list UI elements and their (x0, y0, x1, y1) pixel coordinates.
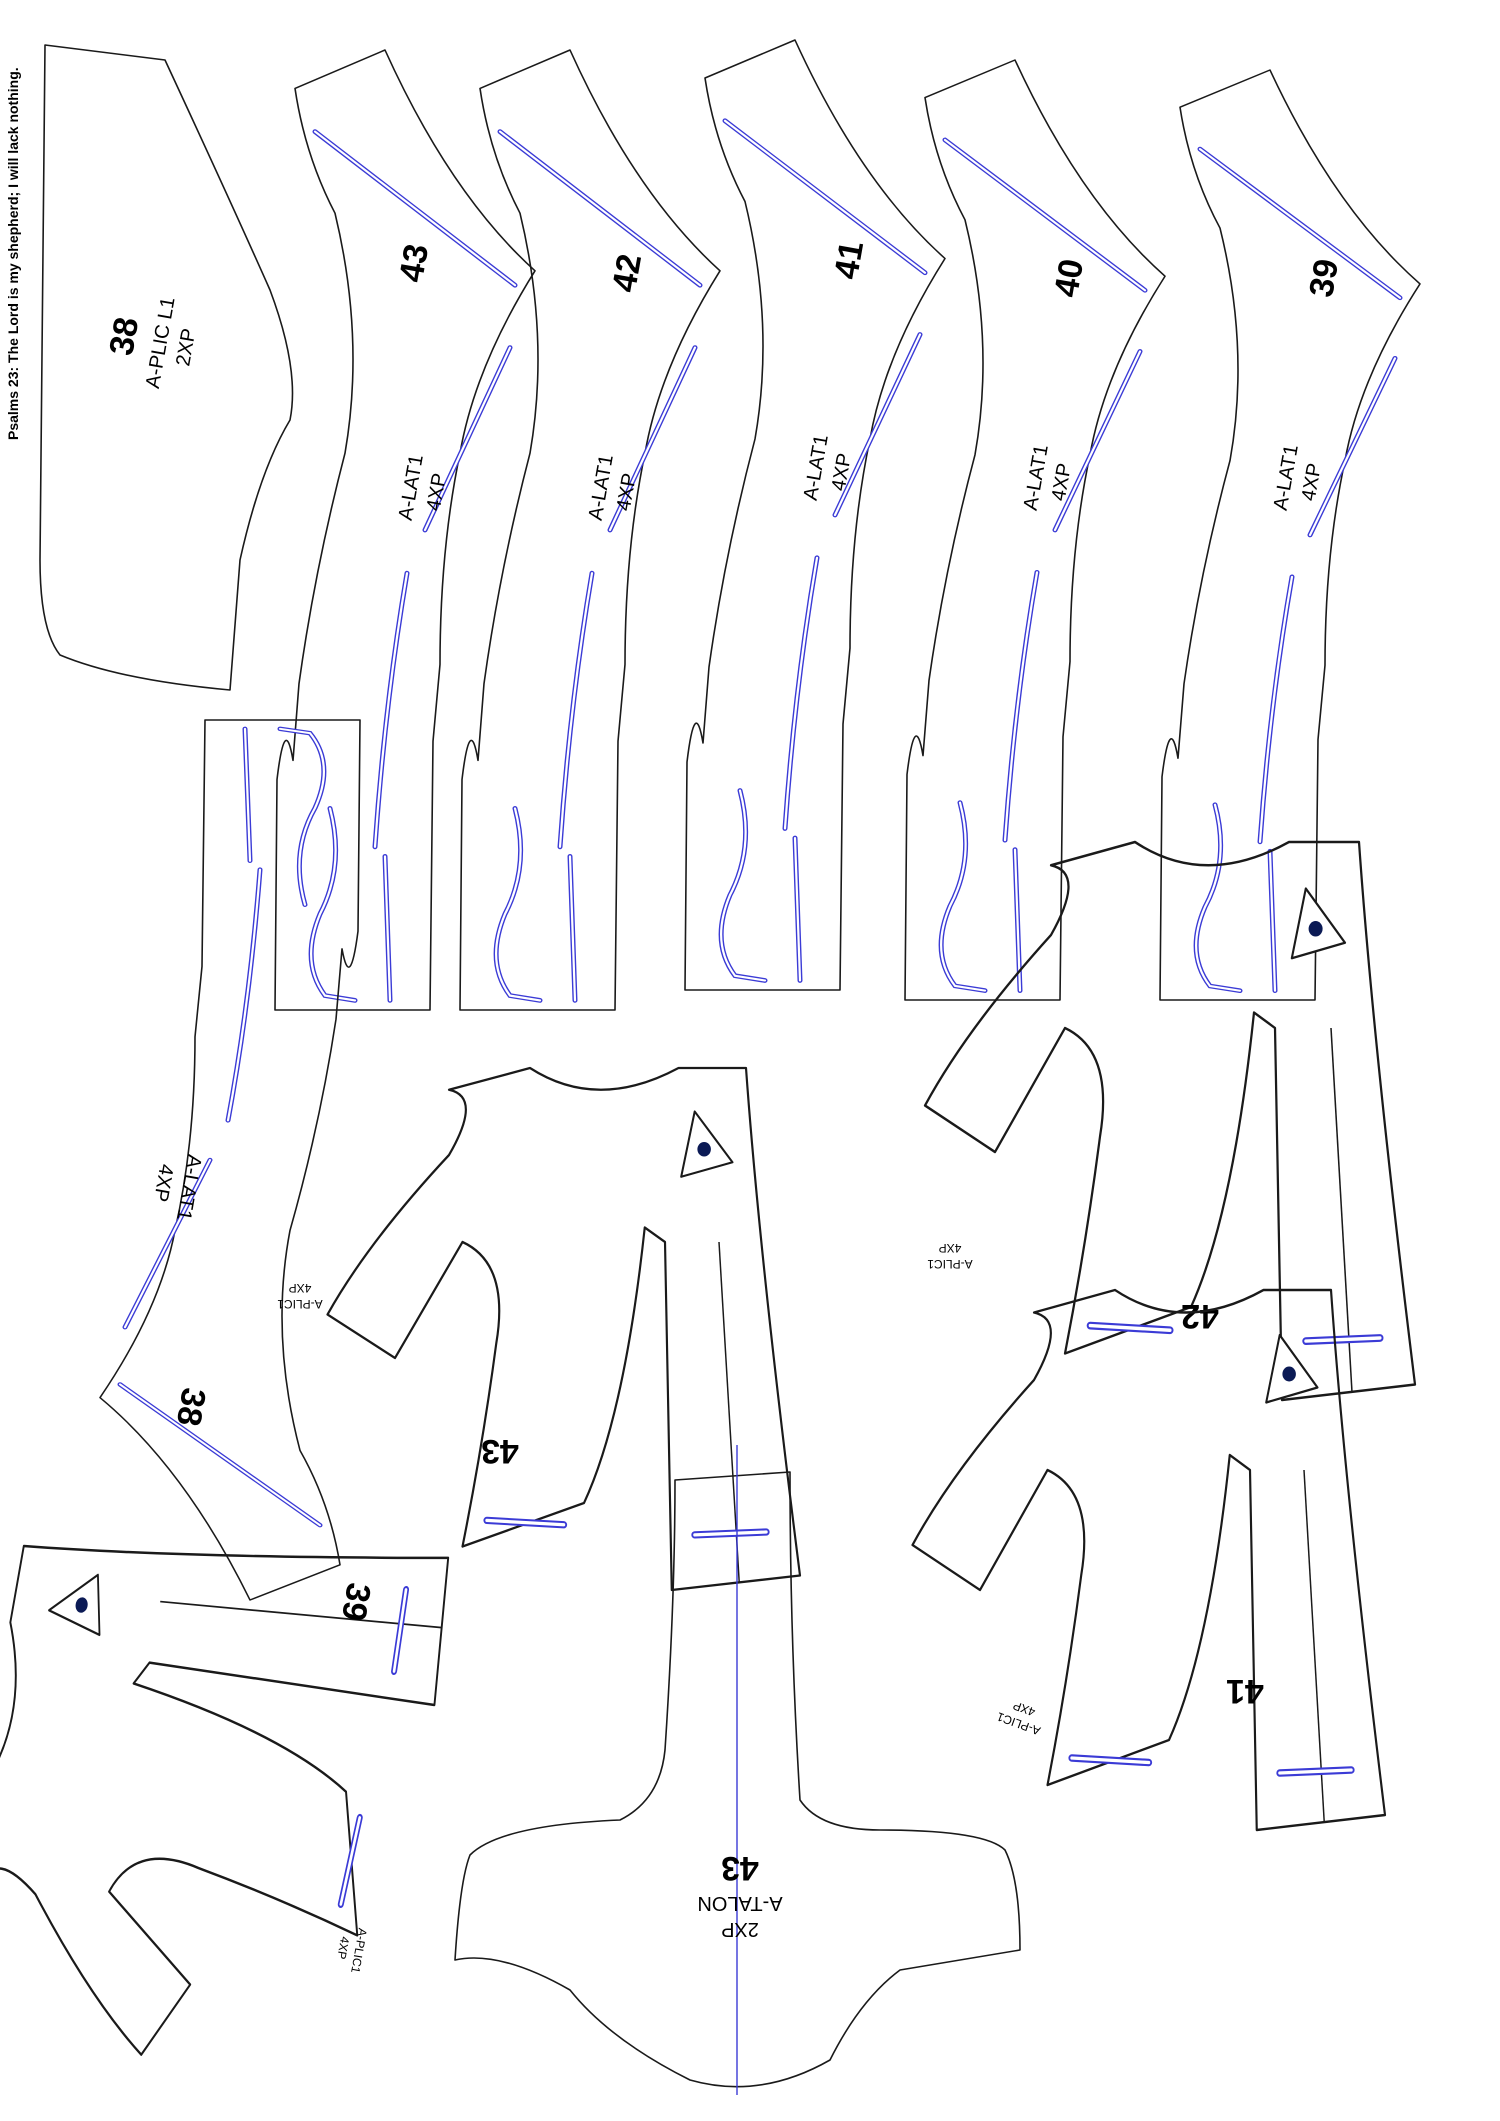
piece-code: A-PLIC1 (927, 1257, 973, 1271)
piece-size: 42 (605, 251, 649, 295)
piece-size: 39 (1302, 256, 1346, 300)
piece-size: 39 (334, 1580, 378, 1624)
piece-aplic-l1: 38 A-PLIC L1 2XP (39, 44, 294, 691)
piece-plic-43 (328, 1068, 801, 1590)
piece-size: 41 (827, 238, 871, 282)
piece-code: A-LAT1 (172, 1153, 205, 1222)
piece-qty: 4XP (149, 1162, 177, 1203)
piece-code: A-LAT1 (395, 453, 428, 522)
piece-qty: 2XP (172, 327, 200, 368)
piece-lat-42 (460, 50, 720, 1010)
piece-code: A-PLIC L1 (142, 295, 180, 390)
piece-qty: 2XP (721, 1918, 759, 1940)
piece-size: 43 (392, 241, 436, 285)
piece-lat-38 (100, 720, 360, 1600)
piece-qty: 4XP (334, 1936, 352, 1961)
piece-lat-40 (905, 60, 1165, 1000)
piece-code: A-LAT1 (1270, 443, 1303, 512)
piece-plic-42 (925, 842, 1415, 1400)
piece-qty: 4XP (289, 1281, 312, 1295)
piece-plic-39 (0, 1485, 460, 2094)
header-verse: Psalms 23: The Lord is my shepherd; I wi… (5, 67, 21, 440)
piece-size: 42 (1181, 1297, 1219, 1335)
piece-size: 41 (1226, 1672, 1264, 1710)
piece-size: 40 (1047, 256, 1091, 300)
piece-qty: 4XP (1298, 462, 1326, 503)
piece-size: 43 (721, 1849, 759, 1887)
piece-code: A-PLIC1 (348, 1927, 370, 1974)
piece-code: A-PLIC1 (277, 1297, 323, 1311)
piece-qty: 4XP (423, 472, 451, 513)
piece-code: A-LAT1 (800, 433, 833, 502)
piece-qty: 4XP (939, 1241, 962, 1255)
piece-code: A-LAT1 (585, 453, 618, 522)
piece-size: 43 (481, 1432, 519, 1470)
piece-qty: 4XP (828, 452, 856, 493)
piece-size: 38 (169, 1385, 213, 1429)
piece-size: 38 (102, 314, 146, 358)
piece-talon-43: 2XP A-TALON 43 (454, 1445, 1021, 2095)
piece-lat-43 (275, 50, 535, 1010)
piece-code: A-TALON (697, 1892, 782, 1914)
piece-qty: 4XP (613, 472, 641, 513)
piece-plic-41 (913, 1290, 1386, 1830)
piece-lat-39 (1160, 70, 1420, 1000)
piece-code: A-LAT1 (1020, 443, 1053, 512)
